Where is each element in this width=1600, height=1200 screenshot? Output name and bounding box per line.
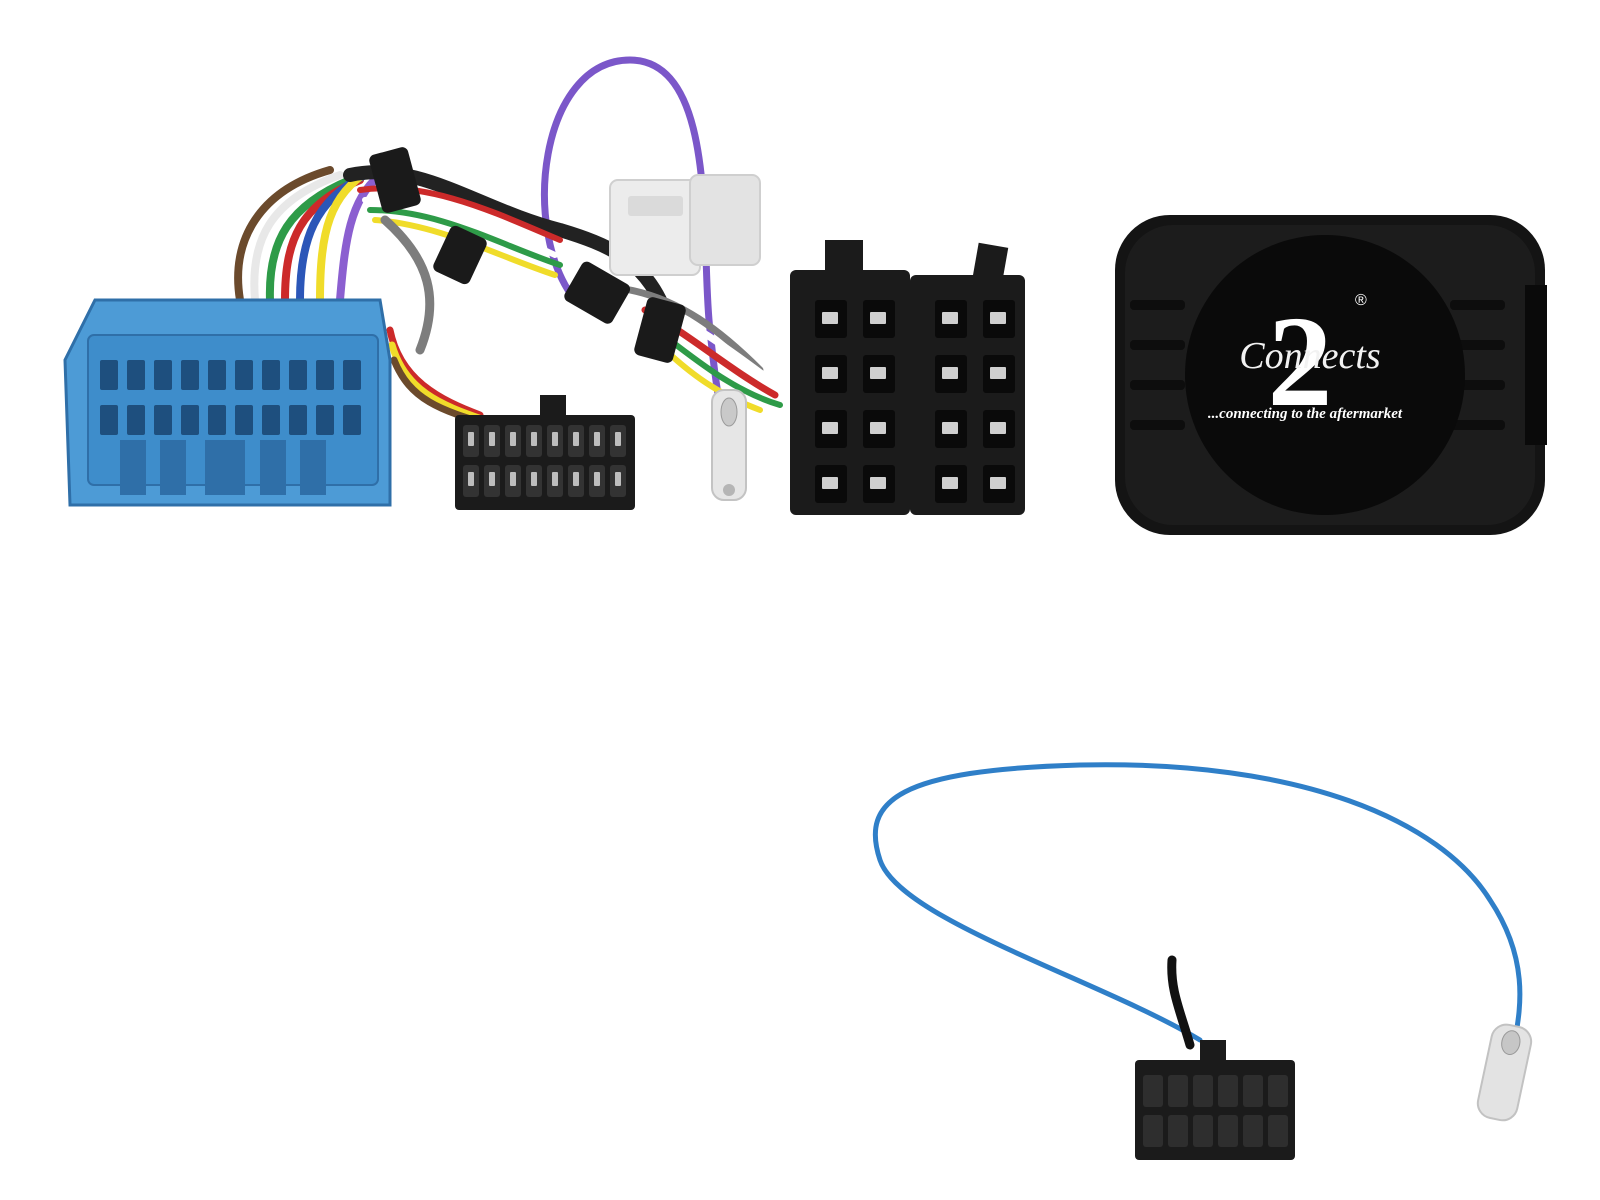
black-connector-terminal xyxy=(489,472,495,486)
iso-pin-terminal xyxy=(870,422,886,434)
iso-pin-terminal xyxy=(990,367,1006,379)
iso-pin-terminal xyxy=(870,477,886,489)
blue-connector-pin xyxy=(154,405,172,435)
blue-connector-pin xyxy=(154,360,172,390)
small-connector-pin xyxy=(1168,1075,1188,1107)
interface-box: 2 Connects ® ...connecting to the afterm… xyxy=(1115,215,1547,535)
black-connector-terminal xyxy=(552,472,558,486)
small-connector-pin xyxy=(1193,1075,1213,1107)
iso-pin-terminal xyxy=(822,477,838,489)
logo-tagline: ...connecting to the aftermarket xyxy=(1208,406,1403,422)
blue-connector-pins xyxy=(100,360,361,435)
black-connector-terminal xyxy=(594,432,600,446)
blue-connector-pin xyxy=(127,360,145,390)
connects2-logo: 2 Connects ® ...connecting to the afterm… xyxy=(1208,290,1403,434)
small-connector-pin xyxy=(1243,1115,1263,1147)
iso-pin-terminal xyxy=(942,367,958,379)
blue-connector-pin xyxy=(208,360,226,390)
small-multipin-connector-icon xyxy=(1135,1040,1295,1160)
black-connector-terminal xyxy=(552,432,558,446)
blue-connector-pin xyxy=(262,405,280,435)
small-connector-pin xyxy=(1143,1075,1163,1107)
black-connector-terminal xyxy=(489,432,495,446)
small-connector-pin xyxy=(1168,1115,1188,1147)
blue-connector-pin xyxy=(343,405,361,435)
logo-numeral: 2 xyxy=(1268,290,1333,434)
black-connector-pins xyxy=(463,425,626,497)
logo-wordmark: Connects xyxy=(1239,335,1380,377)
black-connector-terminal xyxy=(510,432,516,446)
iso-pin-terminal xyxy=(942,312,958,324)
blue-connector-pin xyxy=(100,360,118,390)
blue-vehicle-connector-icon xyxy=(63,298,392,507)
patch-lead-bullet-terminal-icon xyxy=(1476,1023,1533,1122)
iso-pin-terminal xyxy=(990,312,1006,324)
small-connector-pin xyxy=(1193,1115,1213,1147)
black-connector-terminal xyxy=(510,472,516,486)
blue-connector-pin xyxy=(262,360,280,390)
iso-pin-terminal xyxy=(870,367,886,379)
blue-connector-pin xyxy=(316,405,334,435)
blue-connector-pin xyxy=(181,405,199,435)
blue-connector-pin xyxy=(181,360,199,390)
small-connector-pin xyxy=(1268,1075,1288,1107)
small-connector-pin xyxy=(1243,1075,1263,1107)
blue-connector-pin xyxy=(316,360,334,390)
iso-connector-pins xyxy=(815,300,1015,503)
logo-registered-mark: ® xyxy=(1355,292,1367,309)
black-connector-terminal xyxy=(615,432,621,446)
blue-connector-pin xyxy=(343,360,361,390)
blue-connector-pin xyxy=(289,405,307,435)
wire-loom xyxy=(234,56,783,434)
black-connector-terminal xyxy=(594,472,600,486)
iso-pin-terminal xyxy=(942,422,958,434)
black-connector-terminal xyxy=(573,472,579,486)
black-connector-terminal xyxy=(468,432,474,446)
small-connector-pin xyxy=(1218,1075,1238,1107)
iso-pin-terminal xyxy=(990,422,1006,434)
small-connector-pin xyxy=(1218,1115,1238,1147)
black-connector-terminal xyxy=(531,432,537,446)
iso-pin-terminal xyxy=(870,312,886,324)
blue-connector-pin xyxy=(208,405,226,435)
blue-connector-pin xyxy=(235,360,253,390)
black-connector-terminal xyxy=(531,472,537,486)
black-16-pin-connector-icon xyxy=(455,395,635,510)
small-connector-pins xyxy=(1143,1075,1288,1147)
iso-pin-terminal xyxy=(822,367,838,379)
black-connector-terminal xyxy=(468,472,474,486)
iso-pin-terminal xyxy=(822,422,838,434)
small-connector-pin xyxy=(1268,1115,1288,1147)
blue-connector-pin xyxy=(235,405,253,435)
patch-lead xyxy=(872,762,1523,1050)
blue-connector-pin xyxy=(289,360,307,390)
iso-pin-terminal xyxy=(990,477,1006,489)
black-connector-terminal xyxy=(573,432,579,446)
black-connector-terminal xyxy=(615,472,621,486)
white-connector xyxy=(609,174,761,276)
iso-connector-pair-icon xyxy=(790,240,1025,515)
iso-pin-terminal xyxy=(822,312,838,324)
iso-pin-terminal xyxy=(942,477,958,489)
small-connector-pin xyxy=(1143,1115,1163,1147)
blue-connector-pin xyxy=(127,405,145,435)
bullet-terminal-icon xyxy=(711,389,747,501)
blue-connector-pin xyxy=(100,405,118,435)
